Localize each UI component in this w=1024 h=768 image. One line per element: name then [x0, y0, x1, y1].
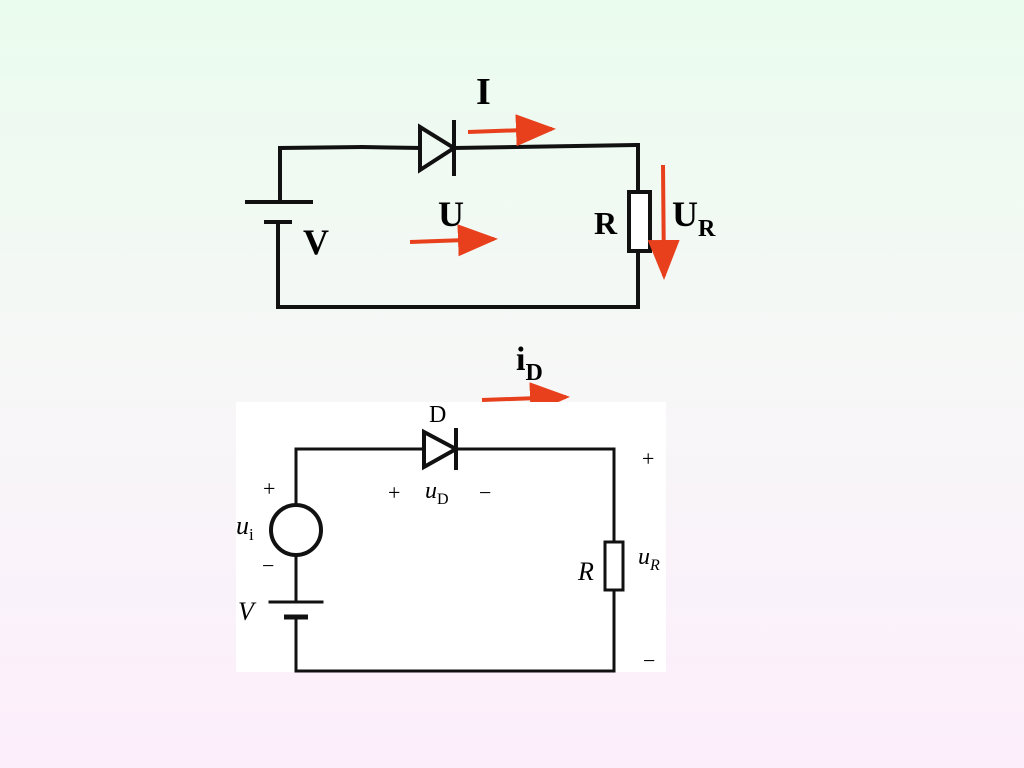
battery2-symbol	[268, 600, 324, 620]
resistor-label: R	[594, 205, 618, 241]
ac-source-symbol	[269, 503, 323, 557]
diode-voltage-label: uD	[425, 478, 449, 508]
source-v-label: V	[303, 222, 329, 262]
circuit-2: D + uD − + ui − V R uR + −	[236, 402, 666, 673]
voltage-u-arrow	[409, 224, 498, 257]
wire-bottom	[276, 220, 640, 309]
current-id-label: iD	[516, 341, 543, 386]
output-minus-label: −	[643, 648, 655, 673]
current-arrow	[467, 114, 556, 147]
diode2-symbol	[422, 428, 461, 471]
wire-top-left	[278, 144, 365, 204]
current-id-arrow	[481, 382, 570, 415]
resistor2-symbol	[603, 540, 625, 592]
source-plus-label: +	[263, 476, 275, 501]
resistor-voltage-label: UR	[672, 194, 716, 242]
wire2-bottom	[294, 615, 616, 673]
diode-symbol	[359, 120, 458, 176]
diode-minus-label: −	[479, 480, 491, 505]
resistor-symbol	[627, 190, 652, 253]
battery2-label: V	[238, 597, 257, 626]
resistor-voltage-arrow	[647, 164, 680, 280]
current-id-group: iD	[481, 341, 570, 415]
output-plus-label: +	[642, 446, 654, 471]
diode2-label: D	[429, 402, 446, 428]
current-label: I	[476, 71, 491, 113]
voltage-u-label: U	[438, 194, 464, 234]
resistor2-voltage-label: uR	[638, 544, 660, 574]
source-minus-label: −	[262, 553, 274, 578]
battery-symbol	[245, 200, 313, 224]
wire-top-right	[451, 142, 641, 151]
resistor2-label: R	[577, 557, 594, 586]
circuit-1: I U V R UR	[245, 71, 716, 309]
source-voltage-label: ui	[236, 511, 254, 544]
diode-plus-label: +	[388, 480, 400, 505]
